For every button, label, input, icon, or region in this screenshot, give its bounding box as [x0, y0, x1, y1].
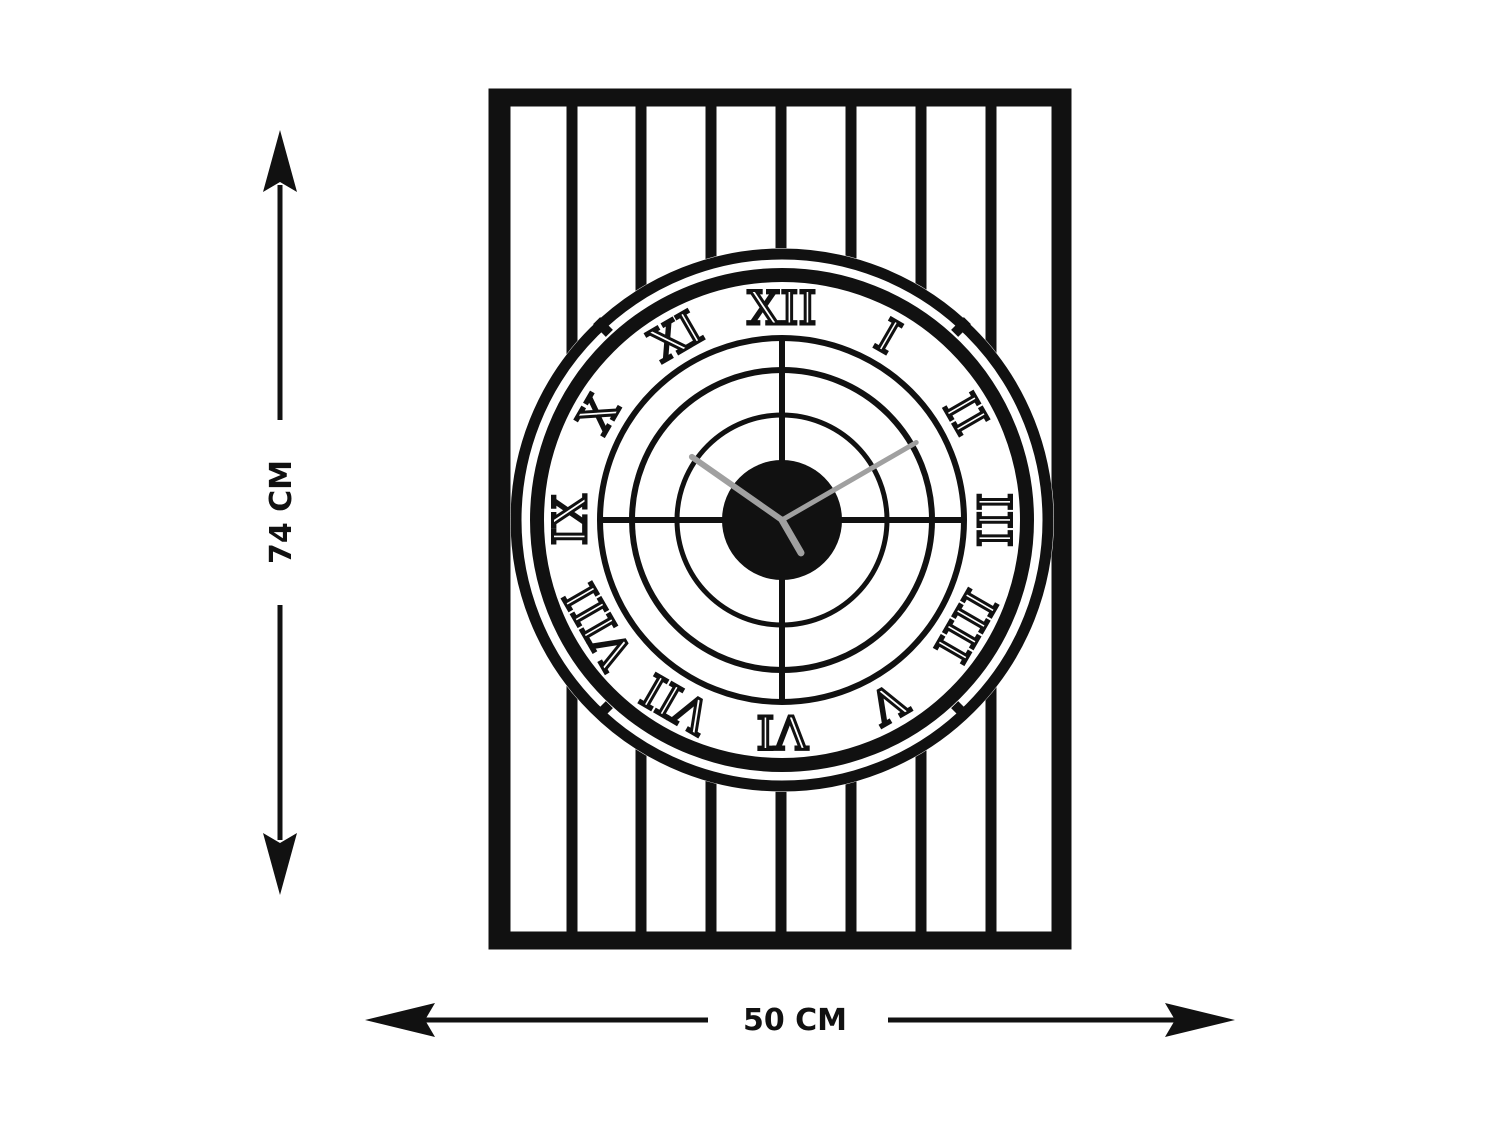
numeral-iii: III — [967, 493, 1021, 548]
height-arrow-head-up — [263, 130, 297, 192]
width-label: 50 CM — [743, 1003, 847, 1038]
height-label: 74 CM — [264, 460, 299, 564]
hour-hand — [688, 453, 785, 523]
numeral-xii: XII — [747, 281, 816, 335]
height-arrow-head-down — [263, 833, 297, 895]
tick-notch-bottom-left — [593, 701, 613, 721]
width-dimension: 50 CM — [365, 1003, 1235, 1038]
width-arrow-head-left — [365, 1003, 435, 1037]
minute-hand — [779, 440, 919, 523]
numeral-ix: IX — [543, 494, 597, 545]
numeral-vi: VI — [756, 705, 808, 759]
inner-ring — [530, 268, 1034, 772]
tick-notch-top-left — [593, 317, 613, 337]
width-arrow-head-right — [1165, 1003, 1235, 1037]
hand-tail — [778, 516, 805, 557]
tick-notch-top-right — [951, 317, 971, 337]
clock-hands — [688, 440, 919, 557]
height-dimension: 74 CM — [263, 130, 299, 895]
tick-notch-bottom-right — [951, 701, 971, 721]
